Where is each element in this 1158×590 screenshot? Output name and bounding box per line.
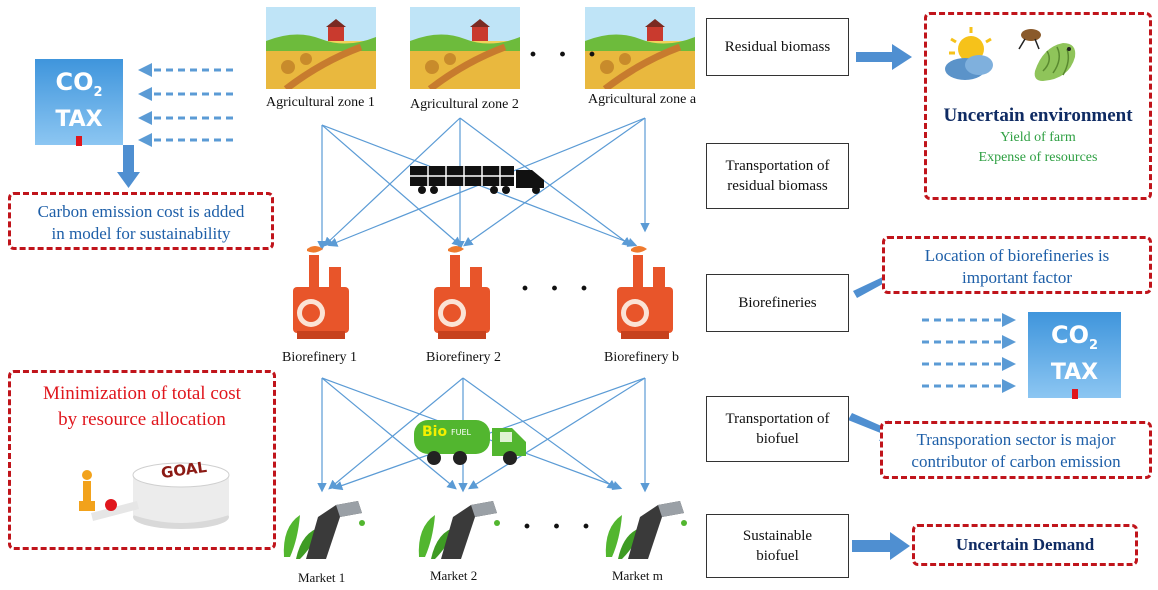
biorefinery-icon <box>617 246 673 339</box>
biorefinery-2-label: Biorefinery 2 <box>426 350 502 365</box>
co2-right-dashed-arrows <box>922 318 1003 388</box>
caterpillar-icon <box>1018 29 1076 81</box>
biomass-truck-icon <box>410 166 544 194</box>
biorefinery-icon <box>434 246 490 339</box>
co2-tax-icon: CO2 TAX <box>1028 312 1121 399</box>
stage-transport-biofuel: Transportation of biofuel <box>706 396 849 462</box>
zone-a-label: Agricultural zone a <box>588 92 697 107</box>
farm-icon <box>266 7 376 89</box>
stage-residual-biomass: Residual biomass <box>706 18 849 76</box>
block-arrows <box>848 44 912 560</box>
biorefinery-1-label: Biorefinery 1 <box>282 350 358 365</box>
goal-illustration <box>79 462 230 529</box>
carbon-cost-callout: Carbon emission cost is added in model f… <box>8 192 274 250</box>
biorefinery-b-label: Biorefinery b <box>604 350 680 365</box>
biofuel-truck-icon <box>414 420 526 465</box>
market-m-label: Market m <box>612 568 663 583</box>
stage-sustainable-biofuel: Sustainable biofuel <box>706 514 849 578</box>
fuel-nozzle-icon <box>605 501 687 559</box>
zone-2-label: Agricultural zone 2 <box>410 97 519 112</box>
refinery-ellipsis: · · · <box>520 272 596 305</box>
market-ellipsis: · · · <box>522 510 598 543</box>
minimization-callout: Minimization of total cost by resource a… <box>8 370 276 550</box>
fuel-nozzle-icon <box>418 501 500 559</box>
farm-icon <box>410 7 520 89</box>
transport-sector-callout: Transporation sector is major contributo… <box>880 421 1152 479</box>
uncertain-demand-callout: Uncertain Demand <box>912 524 1138 566</box>
stage-transport-biomass: Transportation of residual biomass <box>706 143 849 209</box>
stage-biorefineries: Biorefineries <box>706 274 849 332</box>
biorefinery-icon <box>293 246 349 339</box>
location-callout: Location of biorefineries is important f… <box>882 236 1152 294</box>
market-2-label: Market 2 <box>430 568 478 583</box>
zone-1-label: Agricultural zone 1 <box>266 95 375 110</box>
truck-bio-text: Bio <box>422 424 448 440</box>
zone-ellipsis: · · · <box>528 38 604 71</box>
fuel-nozzle-icon <box>283 501 365 559</box>
farm-icon <box>585 7 695 89</box>
co2-left-dashed-arrows <box>150 68 233 142</box>
truck-fuel-text: FUEL <box>451 428 471 437</box>
market-1-label: Market 1 <box>298 570 346 585</box>
weather-icon <box>945 27 993 80</box>
co2-tax-icon: CO2 TAX <box>35 59 123 146</box>
uncertain-environment-callout: Uncertain environment Yield of farm Expe… <box>924 12 1152 200</box>
down-block-arrow <box>117 145 140 188</box>
